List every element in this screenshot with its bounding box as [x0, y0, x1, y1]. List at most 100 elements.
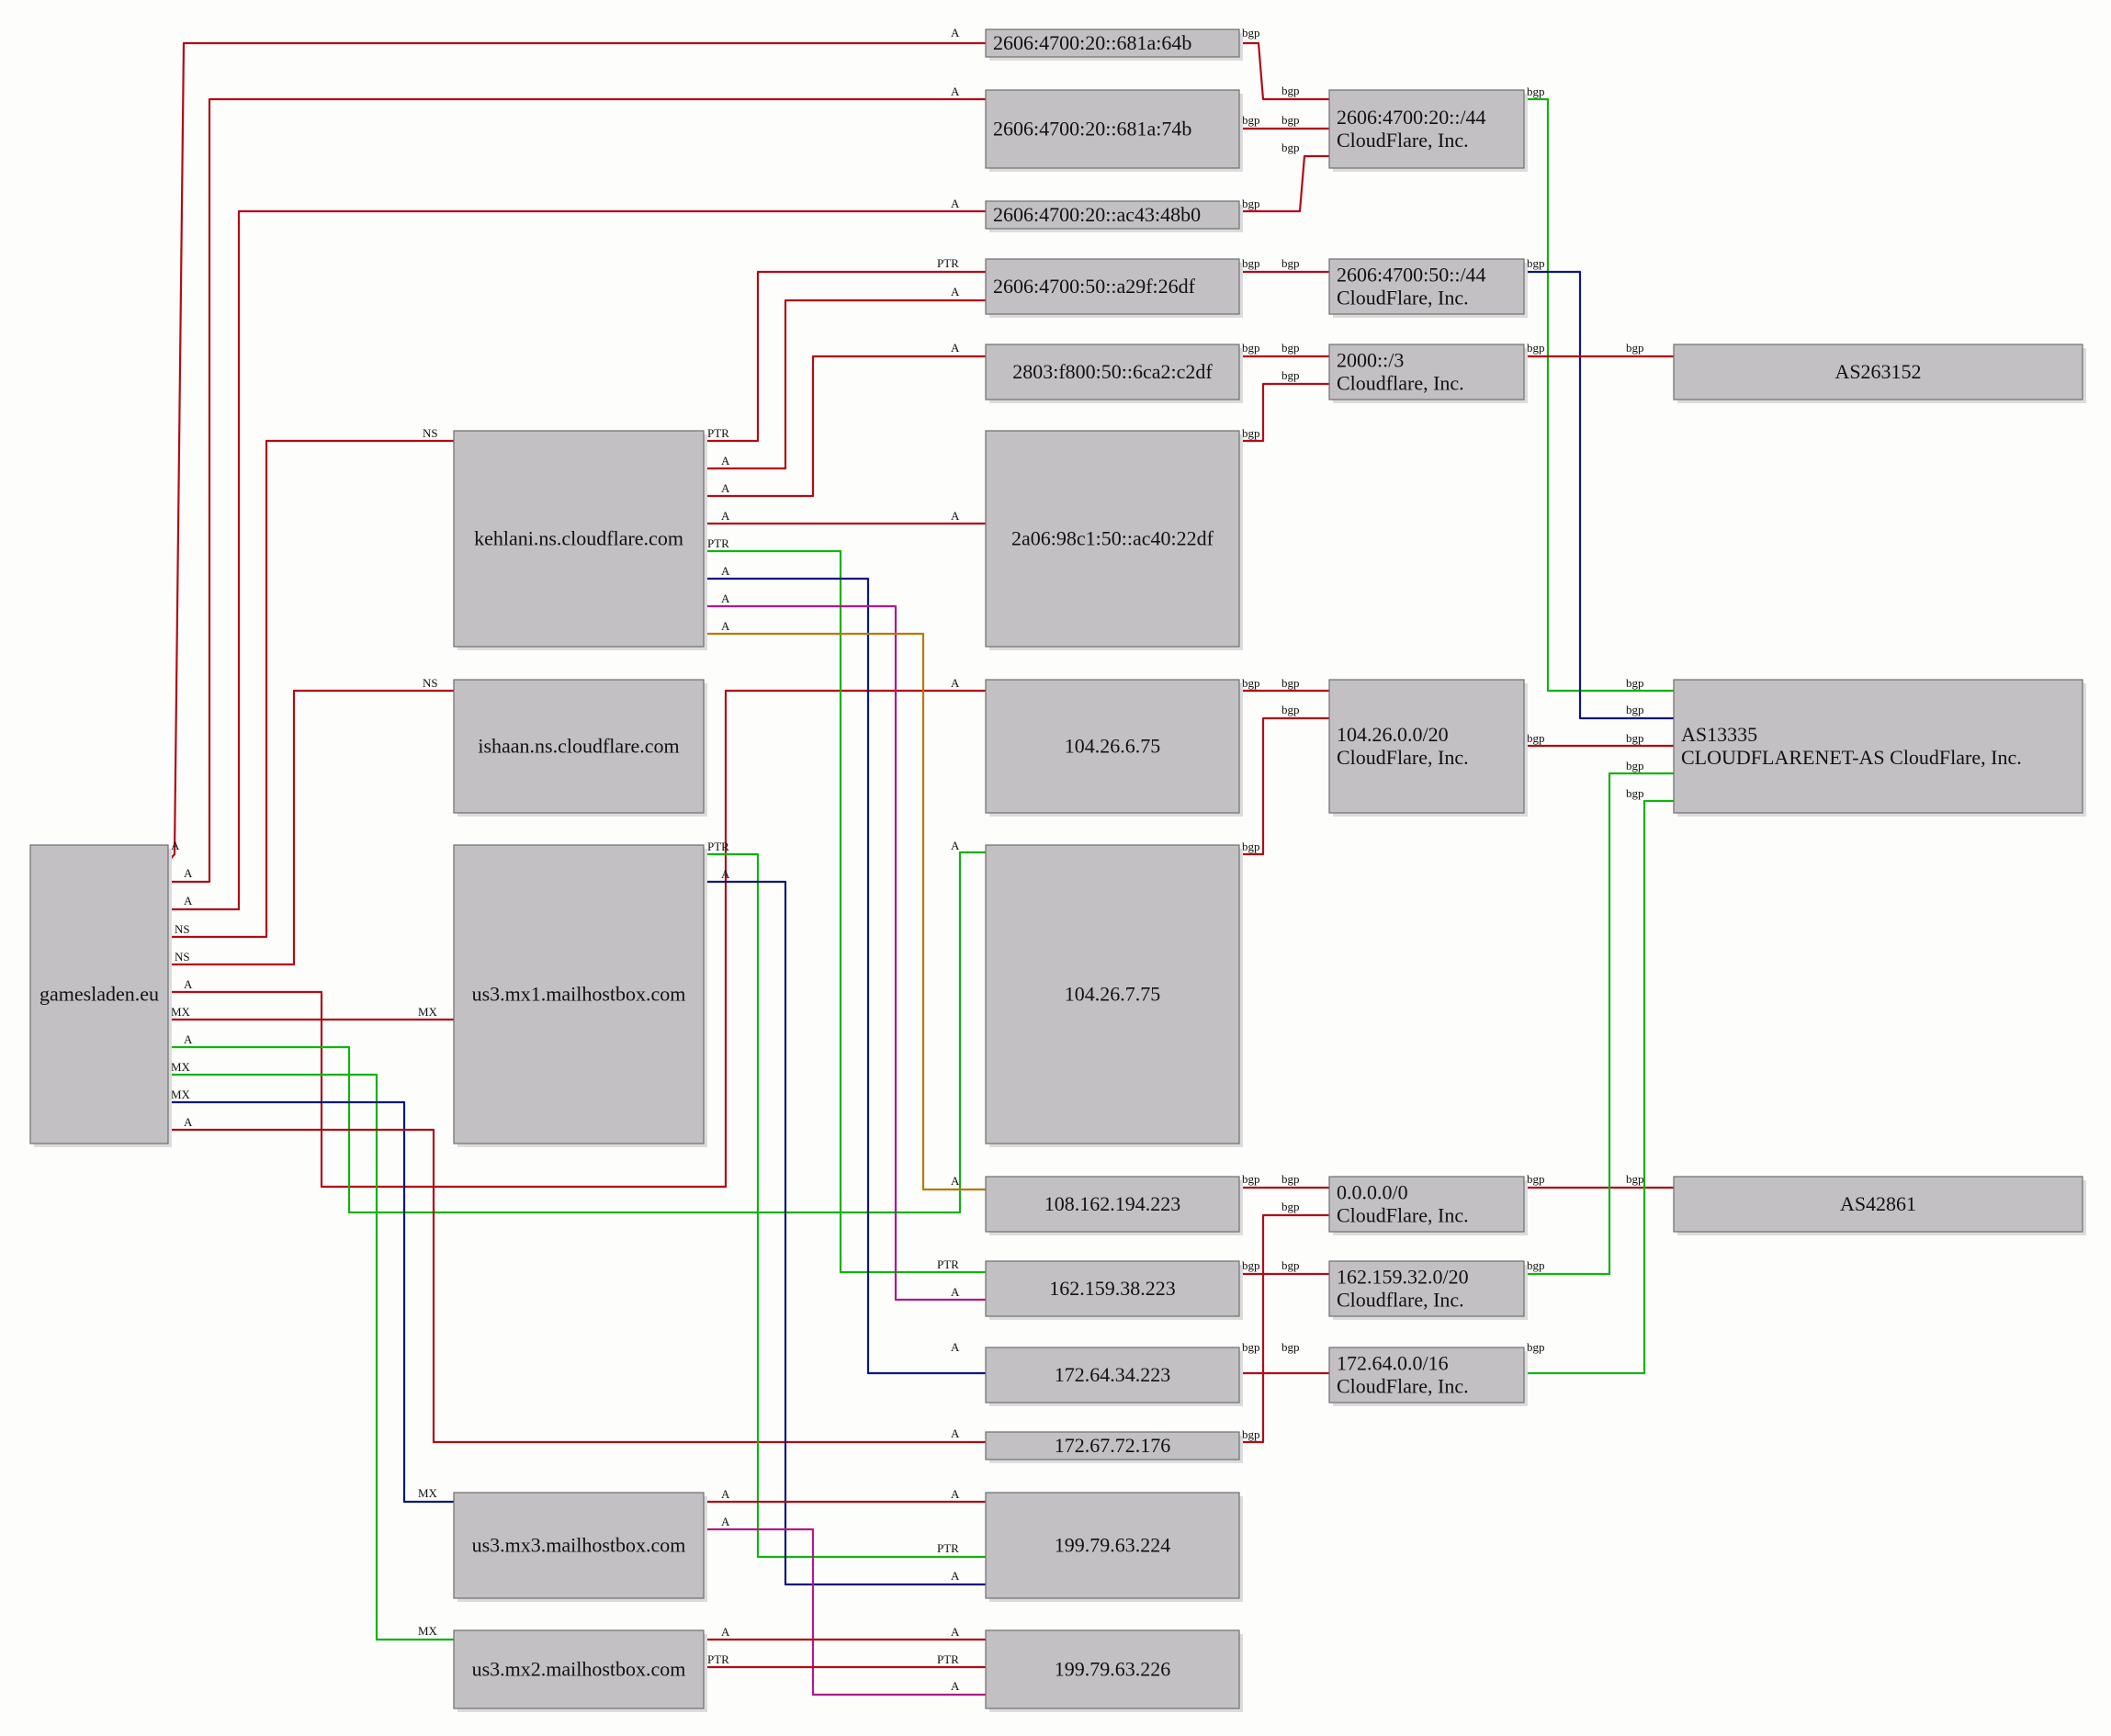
edge-label: bgp	[1242, 26, 1260, 39]
edge-us3mx1-ip199_224-ptr: PTR PTR	[704, 840, 986, 1559]
edge-us3mx1-ip199_224: AA	[704, 867, 986, 1586]
edge-line	[1524, 97, 1674, 693]
edge-line	[704, 577, 986, 1375]
node-box	[985, 258, 1240, 315]
node-ip162: 162.159.38.223	[985, 1260, 1243, 1320]
node-box	[1328, 1176, 1525, 1233]
edge-line	[1239, 382, 1329, 443]
edge-label: bgp	[1281, 256, 1300, 270]
node-us3mx1: us3.mx1.mailhostbox.com	[453, 844, 707, 1147]
node-label: 199.79.63.224	[1055, 1534, 1171, 1557]
edge-line	[168, 851, 986, 1214]
edge-line	[168, 209, 986, 911]
edge-kehlani-ip2803: AA	[704, 341, 986, 498]
edge-line	[1239, 1213, 1329, 1444]
edge-line	[704, 1527, 986, 1697]
edge-label: MX	[418, 1486, 438, 1500]
edge-label: MX	[418, 1005, 438, 1019]
edge-label: MX	[171, 1088, 191, 1101]
edge-label: PTR	[937, 1541, 959, 1555]
node-ip7_75: 104.26.7.75	[985, 844, 1243, 1147]
node-box	[985, 28, 1240, 58]
edge-label: bgp	[1242, 1340, 1260, 1354]
edge-gamesladen-ip74b: AA	[168, 85, 986, 884]
edge-label: A	[721, 619, 730, 633]
node-label: 2606:4700:20::681a:74b	[993, 118, 1191, 141]
node-label: 2606:4700:20::681a:64b	[993, 31, 1191, 54]
edge-line	[168, 439, 454, 939]
edge-label: PTR	[707, 426, 729, 440]
edge-ip172_67-net0: bgp bgp	[1239, 1200, 1329, 1444]
node-box	[1673, 344, 2083, 400]
edge-line	[704, 270, 986, 443]
edge-label: A	[951, 285, 960, 299]
edge-gamesladen-us3mx3: MX MX	[168, 1088, 454, 1504]
edge-label: A	[951, 1487, 960, 1501]
edge-label: PTR	[937, 1257, 959, 1271]
edge-label: A	[951, 1340, 960, 1354]
edge-label: A	[951, 341, 960, 355]
edge-label: bgp	[1626, 1172, 1644, 1186]
edge-label: bgp	[1242, 426, 1260, 440]
edge-net172-as13335: bgp bgp	[1524, 786, 1674, 1375]
edge-label: bgp	[1626, 786, 1644, 800]
edge-label: A	[184, 894, 193, 907]
node-box	[985, 1260, 1240, 1317]
node-label: 162.159.32.0/20	[1337, 1266, 1469, 1289]
edge-line	[704, 852, 986, 1559]
edge-label: A	[951, 85, 960, 98]
edge-label: A	[951, 1679, 960, 1693]
edge-label: bgp	[1527, 256, 1545, 270]
edge-label: bgp	[1527, 731, 1545, 745]
node-box	[985, 1629, 1240, 1709]
edge-label: bgp	[1527, 1258, 1545, 1272]
edge-kehlani-ip26df: AA	[704, 285, 986, 470]
edge-label: A	[721, 1515, 730, 1528]
node-label: 104.26.0.0/20	[1337, 723, 1449, 746]
edge-line	[168, 1128, 986, 1444]
edge-label: PTR	[707, 840, 729, 853]
edge-label: PTR	[937, 1652, 959, 1666]
edge-label: bgp	[1281, 368, 1300, 382]
edge-line	[1524, 270, 1674, 720]
edge-line	[168, 1100, 454, 1504]
node-label: kehlani.ns.cloudflare.com	[474, 527, 683, 550]
node-box	[1328, 1260, 1525, 1317]
edge-label: A	[721, 592, 730, 605]
edge-label: bgp	[1281, 676, 1300, 690]
node-label: 172.67.72.176	[1055, 1434, 1171, 1457]
node-ip48b0: 2606:4700:20::ac43:48b0	[985, 200, 1243, 232]
edge-label: bgp	[1242, 113, 1260, 127]
node-label: us3.mx2.mailhostbox.com	[472, 1658, 686, 1681]
edge-label: bgp	[1281, 1172, 1300, 1186]
node-ip74b: 2606:4700:20::681a:74b	[985, 89, 1243, 172]
node-box	[453, 1492, 705, 1599]
node-box	[985, 1492, 1240, 1599]
edge-label: A	[951, 1285, 960, 1299]
edge-line	[1239, 716, 1329, 856]
edge-label: PTR	[707, 536, 729, 550]
node-box	[453, 1629, 705, 1709]
edge-label: bgp	[1242, 1258, 1260, 1272]
node-ip199_226: 199.79.63.226	[985, 1629, 1243, 1712]
edge-label: bgp	[1527, 1172, 1545, 1186]
edge-label: bgp	[1281, 113, 1300, 127]
edge-label: A	[951, 839, 960, 852]
node-box	[985, 1176, 1240, 1233]
node-box	[1328, 679, 1525, 814]
node-label: 108.162.194.223	[1044, 1192, 1181, 1215]
edge-label: A	[171, 839, 180, 852]
edge-label: MX	[171, 1005, 191, 1019]
edge-line	[168, 689, 986, 1189]
